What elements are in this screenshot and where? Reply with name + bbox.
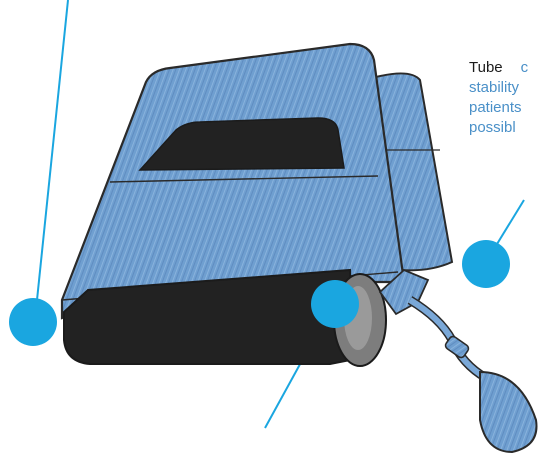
- cushion-seam-upper: [109, 175, 379, 183]
- caption-line-3: possibl: [469, 119, 516, 136]
- caption-title-trailing: c: [520, 59, 529, 76]
- tube-clip: [444, 335, 470, 359]
- cushion-body: [60, 42, 406, 320]
- callout-dot-icon[interactable]: [9, 298, 57, 346]
- caption-title-word: Tube: [469, 59, 503, 76]
- cushion-dark-window: [138, 117, 345, 171]
- hand-pump-icon: [479, 370, 538, 454]
- callout-dot-icon[interactable]: [462, 240, 510, 288]
- caption-line-1: stability: [469, 79, 520, 96]
- leader-line-left: [36, 0, 69, 301]
- caption-line-2: patients: [469, 99, 522, 116]
- callout-dot-icon[interactable]: [311, 280, 359, 328]
